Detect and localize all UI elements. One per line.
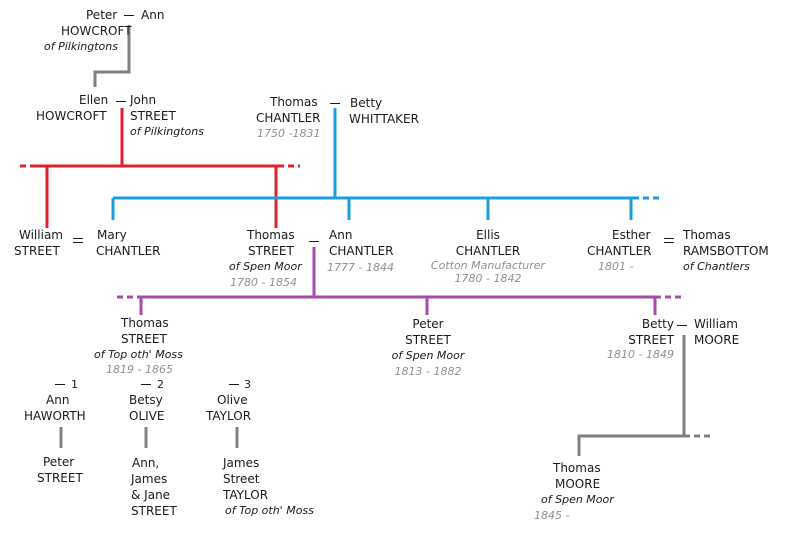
- thomas-street-dates: 1780 - 1854: [230, 276, 297, 289]
- james-street-taylor-line-2: Street: [223, 472, 260, 486]
- thomas-street-surname: STREET: [248, 244, 294, 258]
- william-moore-surname: MOORE: [694, 333, 740, 347]
- marriage-number-3: 3: [244, 378, 251, 391]
- william-street-first-name: William: [19, 228, 63, 242]
- esther-chantler-first-name: Esther: [612, 228, 651, 242]
- ellen-howcroft-surname: HOWCROFT: [36, 109, 107, 123]
- ann-haworth-surname: HAWORTH: [24, 409, 86, 423]
- thomas-ramsbottom-surname: RAMSBOTTOM: [683, 244, 769, 258]
- thomas-chantler-first-name: Thomas: [270, 95, 318, 109]
- william-street-surname: STREET: [14, 244, 60, 258]
- john-street-place: of Pilkingtons: [130, 125, 204, 138]
- peter-street-child-surname: STREET: [37, 471, 83, 485]
- ann-chantler-surname: CHANTLER: [329, 244, 394, 258]
- william-moore-first-name: William: [694, 317, 738, 331]
- james-street-taylor-line-1: James: [223, 456, 260, 470]
- marriage-sign-ramsbottom: [664, 238, 674, 239]
- thomas-street-place: of Spen Moor: [229, 260, 302, 273]
- ann-james-jane-surname: STREET: [131, 504, 177, 518]
- mary-chantler-surname: CHANTLER: [96, 244, 161, 258]
- thomas-moore-dates: 1845 -: [534, 509, 570, 522]
- marriage-sign-ramsbottom-2: [664, 242, 674, 243]
- betsy-olive-first-name: Betsy: [129, 393, 163, 407]
- peter-howcroft-first-name: Peter: [86, 8, 118, 22]
- thomas-street-jr-first-name: Thomas: [121, 316, 169, 330]
- john-street-surname: STREET: [130, 109, 176, 123]
- thomas-street-jr-dates: 1819 - 1865: [106, 363, 173, 376]
- marriage-sign-chantler: [330, 103, 340, 104]
- thomas-moore-first-name: Thomas: [553, 461, 601, 475]
- ellis-chantler-surname: CHANTLER: [455, 244, 521, 258]
- esther-chantler-dates: 1801 -: [598, 260, 634, 273]
- thomas-chantler-dates: 1750 -1831: [257, 127, 321, 140]
- peter-street-first-name: Peter: [412, 317, 444, 331]
- ann-chantler-first-name: Ann: [329, 228, 353, 242]
- marriage-sign-moore: [677, 325, 687, 326]
- betty-street-first-name: Betty: [641, 317, 674, 331]
- olive-taylor-first-name: Olive: [217, 393, 248, 407]
- moore-descent-line: [577, 335, 686, 456]
- ann-haworth-first-name: Ann: [46, 393, 70, 407]
- peter-howcroft-surname: HOWCROFT: [61, 24, 132, 38]
- thomas-street-jr-place: of Top oth' Moss: [94, 348, 183, 361]
- ann-chantler-dates: 1777 - 1844: [327, 261, 394, 274]
- esther-chantler-surname: CHANTLER: [587, 244, 652, 258]
- marriage-number-2: 2: [157, 378, 164, 391]
- marriage-sign-spen-moor: [309, 241, 319, 242]
- marriage-sign-3: [229, 384, 239, 385]
- ann-james-jane-line-1: Ann,: [132, 456, 160, 470]
- marriage-sign-1: [55, 384, 65, 385]
- thomas-moore-place: of Spen Moor: [541, 493, 614, 506]
- peter-howcroft-place: of Pilkingtons: [44, 40, 118, 53]
- marriage-sign-street-howcroft: [116, 101, 126, 102]
- betsy-olive-surname: OLIVE: [129, 409, 165, 423]
- ellis-chantler-dates: 1780 - 1842: [454, 272, 522, 285]
- marriage-sign-william-mary-2: [73, 242, 83, 243]
- thomas-ramsbottom-first-name: Thomas: [683, 228, 731, 242]
- marriage-sign-howcroft: [124, 15, 134, 16]
- peter-street-surname: STREET: [405, 333, 451, 347]
- marriage-number-1: 1: [71, 378, 78, 391]
- betty-street-surname: STREET: [628, 333, 674, 347]
- thomas-moore-surname: MOORE: [555, 477, 601, 491]
- ellis-chantler-occupation: Cotton Manufacturer: [430, 259, 546, 272]
- mary-chantler-first-name: Mary: [97, 228, 127, 242]
- thomas-street-jr-surname: STREET: [121, 332, 167, 346]
- marriage-sign-william-mary: [73, 238, 83, 239]
- john-street-first-name: John: [130, 93, 157, 107]
- peter-street-dates: 1813 - 1882: [394, 365, 462, 378]
- olive-taylor-surname: TAYLOR: [206, 409, 252, 423]
- thomas-chantler-surname: CHANTLER: [256, 111, 321, 125]
- marriage-sign-2: [141, 384, 151, 385]
- betty-whittaker-first-name: Betty: [350, 96, 383, 110]
- peter-street-place: of Spen Moor: [391, 349, 465, 362]
- ann-james-jane-line-3: & Jane: [131, 488, 171, 502]
- betty-whittaker-surname: WHITTAKER: [349, 112, 419, 126]
- howcroft-descent-line: [93, 25, 131, 87]
- thomas-ramsbottom-place: of Chantlers: [683, 260, 750, 273]
- james-street-taylor-surname: TAYLOR: [223, 488, 269, 502]
- ellis-chantler-first-name: Ellis: [476, 228, 500, 242]
- james-street-taylor-place: of Top oth' Moss: [225, 504, 314, 517]
- betty-street-dates: 1810 - 1849: [607, 348, 674, 361]
- peter-street-child-first-name: Peter: [43, 455, 75, 469]
- ann-first-name: Ann: [141, 8, 165, 22]
- thomas-street-first-name: Thomas: [247, 228, 295, 242]
- ellen-howcroft-first-name: Ellen: [79, 93, 109, 107]
- ann-james-jane-line-2: James: [131, 472, 168, 486]
